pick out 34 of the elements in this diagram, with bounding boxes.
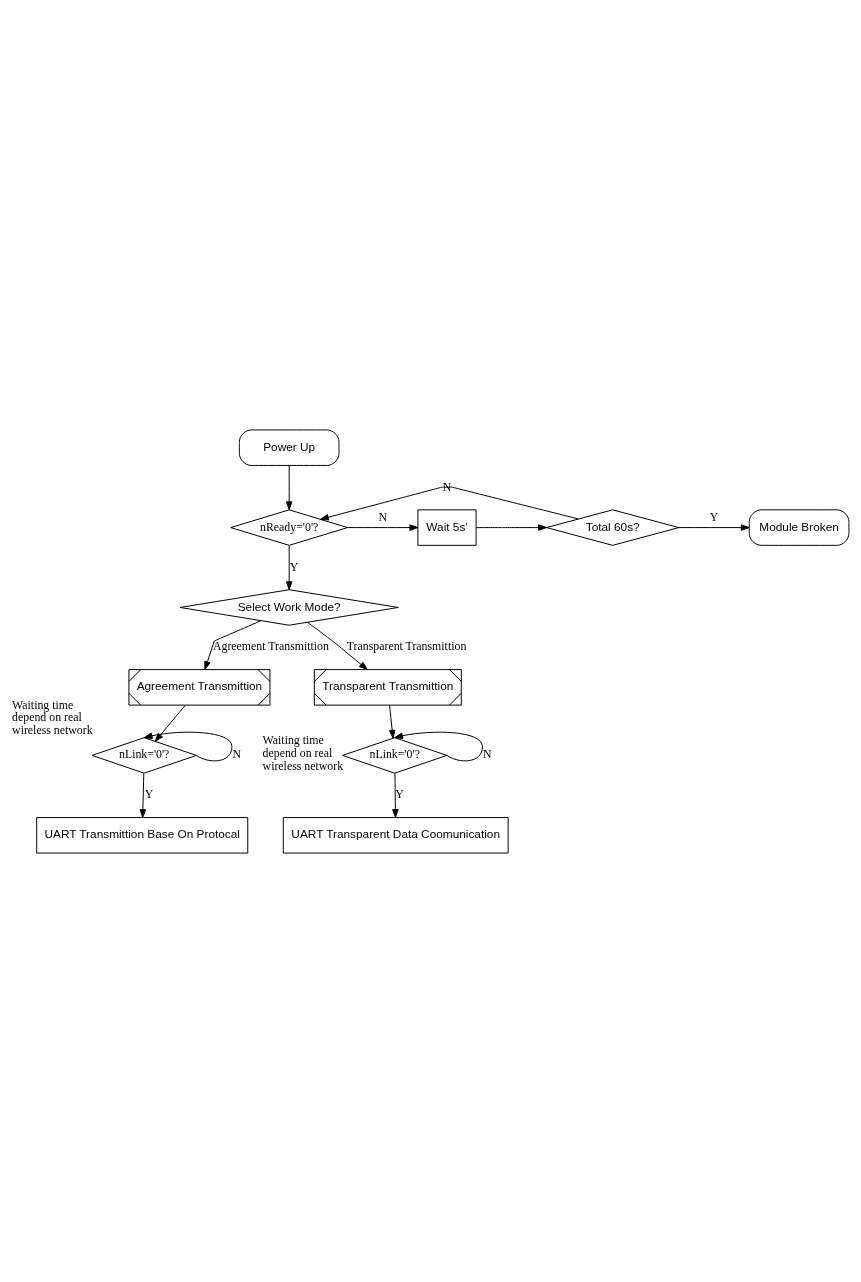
arrow <box>475 523 548 531</box>
arrow <box>307 621 368 670</box>
edge-label: N <box>232 746 242 761</box>
arrow <box>388 704 396 739</box>
arrow <box>347 523 419 531</box>
node-diamond: nLink='0'? <box>91 736 197 774</box>
edge-label: N <box>378 509 388 524</box>
edge-label: N <box>483 746 492 761</box>
arrow <box>204 619 262 670</box>
arrow <box>394 731 483 761</box>
node-box: Module Broken <box>748 508 850 546</box>
node-box: UART Transmittion Base On Protocal <box>36 816 249 854</box>
edge-label: Y <box>709 509 719 524</box>
node-diamond: nLink='0'? <box>342 736 448 774</box>
arrow <box>678 523 750 531</box>
edge-label: Transparent Transmittion <box>346 638 467 653</box>
node-label: Waiting time depend on real wireless network <box>262 732 344 773</box>
arrow <box>154 704 186 742</box>
edge-label: Agreement Transmittion <box>212 638 329 653</box>
node-box: UART Transparent Data Coomunication <box>282 816 509 854</box>
arrow <box>285 544 293 590</box>
arrow <box>143 731 233 761</box>
arrow <box>392 772 399 818</box>
node-diamond: Total 60s? <box>546 508 680 546</box>
edge-label: Y <box>144 786 154 801</box>
node-label: Waiting time depend on real wireless network <box>12 697 93 737</box>
node-diamond: Select Work Mode? <box>179 588 399 626</box>
edge-label: Y <box>289 559 299 574</box>
node-box: Wait 5s' <box>417 508 477 546</box>
node-diamond: nReady='0'? <box>230 508 349 546</box>
arrow <box>285 464 293 510</box>
node-box: Power Up <box>238 428 340 466</box>
arrow <box>320 486 579 520</box>
arrow <box>139 772 147 818</box>
